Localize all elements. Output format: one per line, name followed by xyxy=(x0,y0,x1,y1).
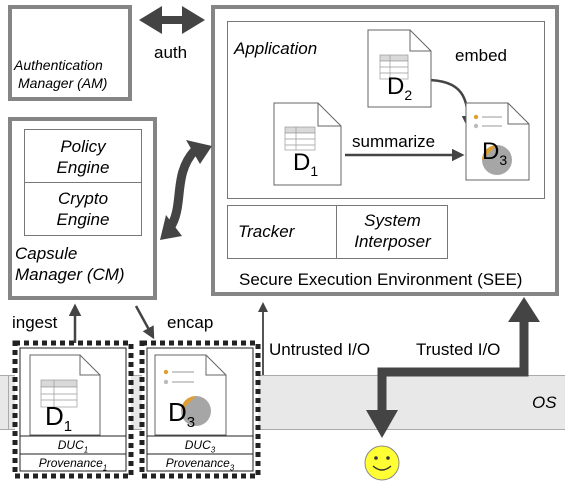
capsule3-duc-subscript: 3 xyxy=(210,445,216,455)
tracker-interposer-row xyxy=(227,205,448,259)
capsule3-provenance: Provenance3 xyxy=(147,455,253,476)
tracker-divider xyxy=(336,205,337,259)
interposer-line2: Interposer xyxy=(354,232,431,251)
doc-d3 xyxy=(465,102,530,181)
capsule1-duc-text: DUC xyxy=(57,438,84,452)
policy-engine: Policy Engine xyxy=(24,129,142,183)
d2-letter: D xyxy=(387,73,405,100)
capsule1-doc-letter: D xyxy=(45,401,64,431)
capsule3-duc-text: DUC xyxy=(184,438,211,452)
capsule1-doc-label: D1 xyxy=(45,402,72,441)
capsule-3 xyxy=(139,340,261,479)
ingest-label: ingest xyxy=(12,313,58,332)
d2-label: D2 xyxy=(387,74,412,108)
auth-arrow xyxy=(139,6,205,34)
embed-label: embed xyxy=(455,46,507,65)
summarize-label: summarize xyxy=(352,132,436,151)
d2-subscript: 2 xyxy=(404,86,413,103)
user-smiley-icon xyxy=(364,445,400,481)
interposer-line1: System xyxy=(364,211,421,230)
am-label-line1: Authentication xyxy=(14,57,103,73)
capsule-manager: Policy Engine Crypto Engine Capsule Mana… xyxy=(8,117,157,300)
see-title: Secure Execution Environment (SEE) xyxy=(239,270,523,289)
capsule1-duc: DUC1 xyxy=(20,437,126,458)
authentication-manager: Authentication Manager (AM) xyxy=(8,5,132,101)
trusted-io-label: Trusted I/O xyxy=(416,340,501,359)
capsule3-doc-label: D3 xyxy=(168,398,195,437)
capsule1-doc-subscript: 1 xyxy=(63,418,73,436)
d3-subscript: 3 xyxy=(499,151,508,168)
capsule1-provenance: Provenance1 xyxy=(20,455,126,476)
policy-engine-line1: Policy xyxy=(60,137,106,156)
auth-label: auth xyxy=(154,43,188,62)
policy-engine-line2: Engine xyxy=(56,158,110,177)
capsule1-provenance-text: Provenance xyxy=(38,456,103,470)
capsule3-provenance-text: Provenance xyxy=(165,456,230,470)
application-label: Application xyxy=(234,39,318,58)
trusted-io-arrow xyxy=(366,297,540,438)
d1-label: D1 xyxy=(293,150,318,184)
d3-label: D3 xyxy=(482,139,507,173)
cm-see-arrow xyxy=(160,140,212,240)
capsule1-provenance-subscript: 1 xyxy=(102,463,108,473)
capsule-1 xyxy=(12,340,134,479)
capsule-manager-label2: Manager (CM) xyxy=(15,265,125,284)
encap-label: encap xyxy=(167,313,214,332)
capsule1-duc-subscript: 1 xyxy=(83,445,89,455)
os-label: OS xyxy=(532,393,557,412)
d3-letter: D xyxy=(482,138,500,165)
crypto-engine-line1: Crypto xyxy=(57,189,109,208)
capsule3-doc-letter: D xyxy=(168,397,187,427)
d1-letter: D xyxy=(293,149,311,176)
tracker-label: Tracker xyxy=(238,222,295,241)
doc-d1 xyxy=(273,102,342,186)
doc-d2 xyxy=(367,29,432,108)
d1-subscript: 1 xyxy=(310,162,319,179)
capsule3-provenance-subscript: 3 xyxy=(229,463,235,473)
crypto-engine-line2: Engine xyxy=(56,210,110,229)
untrusted-io-label: Untrusted I/O xyxy=(269,340,371,359)
os-band-edge xyxy=(0,375,9,430)
crypto-engine: Crypto Engine xyxy=(24,182,142,236)
encap-arrow xyxy=(134,305,155,340)
capsule3-doc-subscript: 3 xyxy=(186,414,196,432)
capsule-manager-label1: Capsule xyxy=(15,244,78,263)
capsule3-duc: DUC3 xyxy=(147,437,253,458)
am-label-line2: Manager (AM) xyxy=(18,75,108,91)
